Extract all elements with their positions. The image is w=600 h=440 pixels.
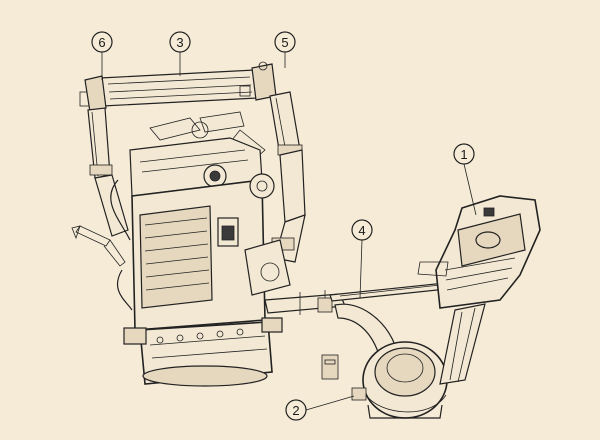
- leader-4: [359, 239, 363, 299]
- callout-4: 4: [351, 219, 373, 241]
- leader-1: [463, 163, 477, 216]
- callout-4-label: 4: [358, 223, 365, 238]
- callout-5-label: 5: [281, 35, 288, 50]
- callout-5: 5: [274, 31, 296, 53]
- engine-block: [110, 111, 291, 387]
- exhaust-pipe-4: [264, 282, 448, 380]
- callout-1-label: 1: [460, 147, 467, 162]
- leader-2: [305, 395, 355, 411]
- air-filter-1: [417, 195, 541, 385]
- callout-6: 6: [91, 31, 113, 53]
- callout-1: 1: [453, 143, 475, 165]
- callout-3: 3: [169, 31, 191, 53]
- charge-pipe-right-5: [269, 91, 306, 263]
- callout-2: 2: [285, 399, 307, 421]
- leader-lines: [101, 52, 477, 411]
- charge-pipe-left-6: [71, 107, 129, 267]
- callout-6-label: 6: [98, 35, 105, 50]
- muffler-2: [351, 341, 448, 419]
- callout-2-label: 2: [292, 403, 299, 418]
- intercooler-3: [79, 61, 277, 113]
- callout-3-label: 3: [176, 35, 183, 50]
